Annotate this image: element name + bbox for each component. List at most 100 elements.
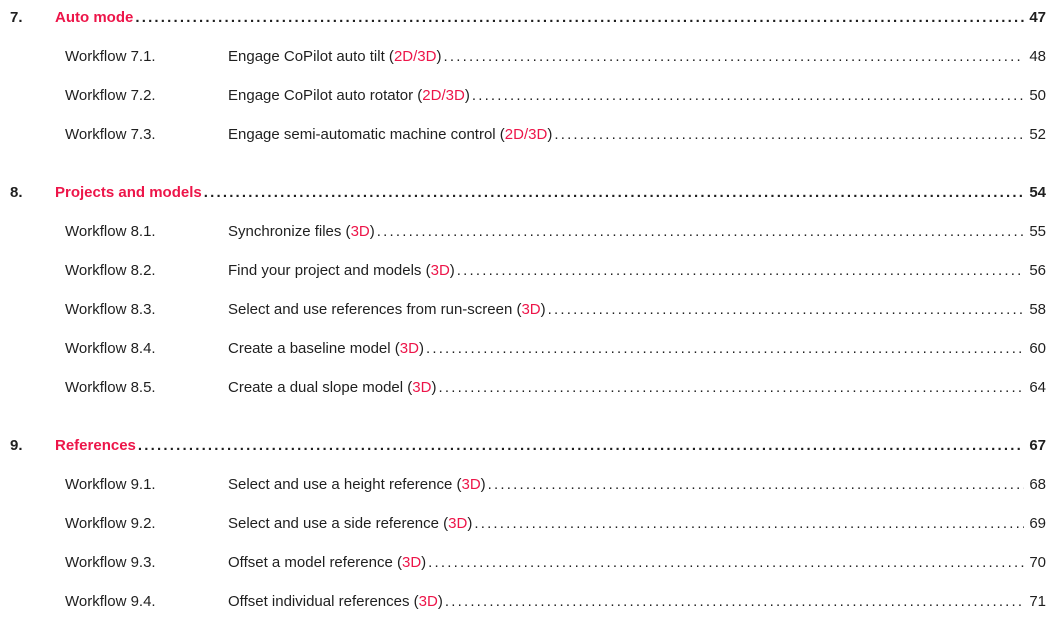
entry-title-text: Offset a model reference ( [228,554,402,571]
entry-title-close: ) [449,262,455,279]
toc-entry[interactable]: Workflow 8.4. Create a baseline model (3… [10,340,1046,357]
entry-title: Create a baseline model (3D) [228,340,424,357]
entry-page-number: 60 [1029,340,1046,357]
entry-page-number: 71 [1029,593,1046,610]
dot-leader [445,593,1024,610]
entry-title: Synchronize files (3D) [228,223,375,240]
entry-title-text: Engage CoPilot auto rotator ( [228,87,423,104]
entry-title: Engage semi-automatic machine control (2… [228,126,552,143]
entry-title-close: ) [431,379,437,396]
section-number: 8. [10,184,23,201]
toc-entry[interactable]: Workflow 9.2. Select and use a side refe… [10,515,1046,532]
entry-title-text: Engage semi-automatic machine control ( [228,126,505,143]
entry-title: Select and use references from run-scree… [228,301,546,318]
entry-title-text: Create a baseline model ( [228,340,400,357]
entry-page-number: 64 [1029,379,1046,396]
entry-page-number: 48 [1029,48,1046,65]
entry-title: Engage CoPilot auto rotator (2D/3D) [228,87,470,104]
toc-entry[interactable]: Workflow 7.2. Engage CoPilot auto rotato… [10,87,1046,104]
entry-label: Workflow 8.5. [65,379,156,396]
entry-title-close: ) [464,87,470,104]
entry-mode-tag: 3D [461,476,481,493]
entry-mode-tag: 3D [399,340,419,357]
toc-entry[interactable]: Workflow 7.3. Engage semi-automatic mach… [10,126,1046,143]
entry-page-number: 70 [1029,554,1046,571]
entry-page-number: 56 [1029,262,1046,279]
entry-page-number: 55 [1029,223,1046,240]
entry-title-text: Synchronize files ( [228,223,351,240]
entry-title-close: ) [437,593,443,610]
entry-title-close: ) [421,554,427,571]
toc-entry[interactable]: Workflow 8.1. Synchronize files (3D) 55 [10,223,1046,240]
dot-leader [438,379,1024,396]
toc-entry[interactable]: Workflow 9.4. Offset individual referenc… [10,593,1046,610]
section-number: 9. [10,437,23,454]
entry-mode-tag: 3D [350,223,370,240]
toc-entry[interactable]: Workflow 8.5. Create a dual slope model … [10,379,1046,396]
dot-leader [472,87,1024,104]
entry-page-number: 69 [1029,515,1046,532]
toc-section-heading[interactable]: 9. References 67 [10,437,1046,454]
dot-leader [488,476,1024,493]
section-title: Projects and models [55,184,202,201]
toc-entry[interactable]: Workflow 8.3. Select and use references … [10,301,1046,318]
entry-page-number: 50 [1029,87,1046,104]
entry-title: Offset a model reference (3D) [228,554,426,571]
entry-title-close: ) [547,126,553,143]
toc-entry[interactable]: Workflow 8.2. Find your project and mode… [10,262,1046,279]
entry-label: Workflow 7.2. [65,87,156,104]
entry-label: Workflow 8.3. [65,301,156,318]
entry-title: Find your project and models (3D) [228,262,455,279]
entry-title-close: ) [436,48,442,65]
entry-mode-tag: 2D/3D [422,87,465,104]
entry-title: Select and use a height reference (3D) [228,476,486,493]
entry-title-text: Select and use a height reference ( [228,476,462,493]
section-page-number: 47 [1029,9,1046,26]
entry-label: Workflow 7.3. [65,126,156,143]
entry-label: Workflow 9.4. [65,593,156,610]
entry-label: Workflow 8.4. [65,340,156,357]
toc-section-heading[interactable]: 8. Projects and models 54 [10,184,1046,201]
dot-leader [474,515,1024,532]
entry-label: Workflow 8.2. [65,262,156,279]
entry-label: Workflow 9.3. [65,554,156,571]
toc-entry[interactable]: Workflow 7.1. Engage CoPilot auto tilt (… [10,48,1046,65]
entry-mode-tag: 2D/3D [504,126,548,143]
entry-title: Offset individual references (3D) [228,593,443,610]
dot-leader [204,184,1024,201]
section-title: Auto mode [55,9,134,26]
dot-leader [457,262,1024,279]
entry-mode-tag: 3D [401,554,422,571]
toc-entry[interactable]: Workflow 9.1. Select and use a height re… [10,476,1046,493]
entry-page-number: 58 [1029,301,1046,318]
entry-mode-tag: 3D [448,515,468,532]
entry-title-text: Select and use a side reference ( [228,515,449,532]
entry-title-text: Find your project and models ( [228,262,431,279]
entry-page-number: 68 [1029,476,1046,493]
dot-leader [428,554,1024,571]
entry-title: Create a dual slope model (3D) [228,379,436,396]
toc-entry[interactable]: Workflow 9.3. Offset a model reference (… [10,554,1046,571]
section-number: 7. [10,9,23,26]
entry-title-text: Create a dual slope model ( [228,379,413,396]
section-title: References [55,437,136,454]
entry-mode-tag: 3D [418,593,438,610]
dot-leader [138,437,1024,454]
dot-leader [135,9,1024,26]
entry-title-close: ) [540,301,546,318]
entry-title-close: ) [480,476,486,493]
entry-mode-tag: 3D [430,262,450,279]
entry-title-text: Offset individual references ( [228,593,419,610]
dot-leader [426,340,1024,357]
entry-title: Engage CoPilot auto tilt (2D/3D) [228,48,441,65]
dot-leader [377,223,1024,240]
toc-section-heading[interactable]: 7. Auto mode 47 [10,9,1046,26]
entry-label: Workflow 7.1. [65,48,156,65]
entry-label: Workflow 8.1. [65,223,156,240]
entry-mode-tag: 3D [521,301,541,318]
entry-label: Workflow 9.1. [65,476,156,493]
entry-title-close: ) [369,223,375,240]
entry-title-text: Select and use references from run-scree… [228,301,522,318]
entry-mode-tag: 3D [412,379,432,396]
